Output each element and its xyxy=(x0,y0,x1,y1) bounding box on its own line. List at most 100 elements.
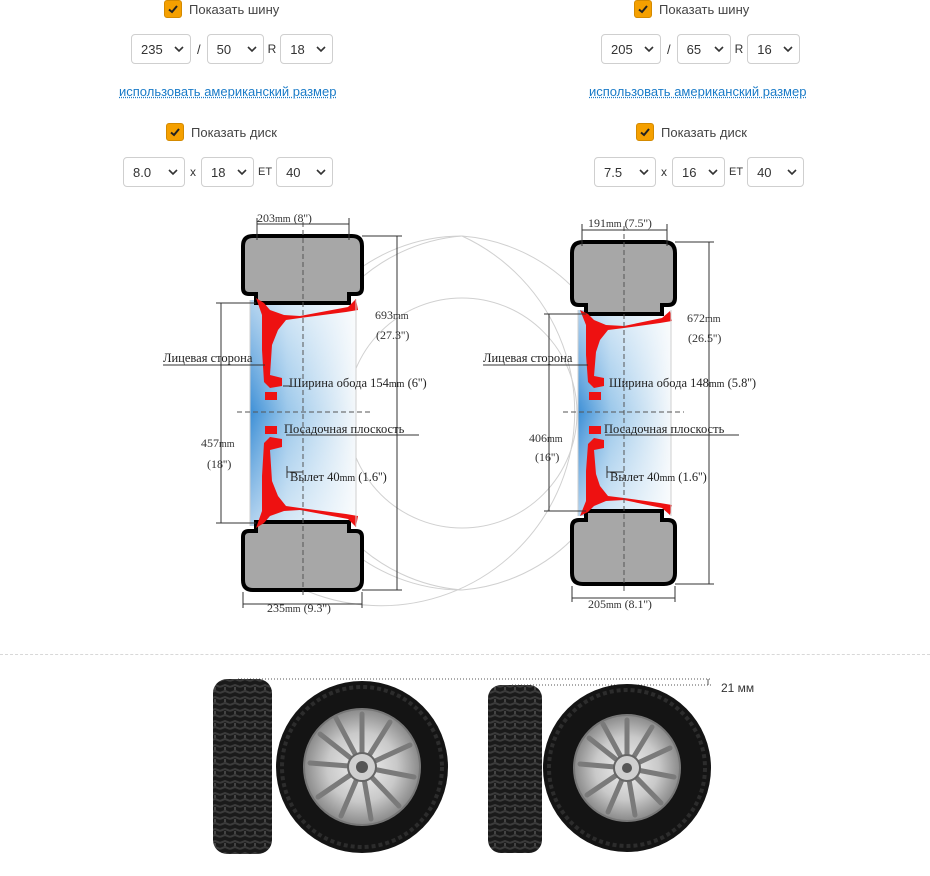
right-tire-width-value: 205 xyxy=(611,41,633,57)
left-american-size-link[interactable]: использовать американский размер xyxy=(119,84,337,99)
right-rim-diameter-label: 406mm xyxy=(529,431,563,446)
left-rim-width-in: (6'') xyxy=(407,376,427,390)
left-tire-diameter-select[interactable]: 18 xyxy=(280,34,334,64)
right-rim-diameter-in: (16'') xyxy=(535,450,560,464)
left-show-rim-checkbox-row[interactable]: Показать диск xyxy=(166,123,277,141)
right-tire-sep2: R xyxy=(734,42,744,56)
left-rim-diameter-value: 18 xyxy=(211,164,226,180)
left-show-tire-checkbox[interactable] xyxy=(164,0,182,18)
left-rim-sep2: ET xyxy=(258,166,273,178)
left-tire-profile-value: 50 xyxy=(216,41,232,57)
check-icon xyxy=(170,128,180,137)
right-wheel-front-view xyxy=(543,684,711,852)
left-outer-diameter-label: 693mm xyxy=(375,308,409,323)
left-tire-width-select[interactable]: 235 xyxy=(131,34,191,64)
left-bottom-width-in: (9.3'') xyxy=(303,601,331,615)
chevron-down-icon xyxy=(316,46,326,53)
left-tire-sep2: R xyxy=(267,42,277,56)
chevron-down-icon xyxy=(316,169,326,176)
left-rim-width-select[interactable]: 8.0 xyxy=(123,157,185,187)
unit: mm xyxy=(339,473,356,484)
left-cross-section xyxy=(163,218,419,608)
right-outer-diameter-value: 672 xyxy=(687,311,705,325)
right-show-tire-checkbox[interactable] xyxy=(634,0,652,18)
right-rim-width-in: (5.8'') xyxy=(727,376,757,390)
left-tire-size-row: 235 / 50 R 18 xyxy=(131,34,334,64)
right-rim-diameter-value: 406 xyxy=(529,431,547,445)
left-offset-text: Вылет xyxy=(290,470,324,484)
unit: mm xyxy=(606,600,622,611)
tire-images xyxy=(213,678,712,854)
unit: mm xyxy=(393,311,409,322)
left-bottom-width-value: 235 xyxy=(267,601,285,615)
right-show-rim-label: Показать диск xyxy=(661,124,747,140)
left-rim-sep1: x xyxy=(190,165,196,179)
left-wheel-front-view xyxy=(276,681,448,853)
right-rim-diameter-value: 16 xyxy=(682,164,697,180)
left-tire-sep1: / xyxy=(197,41,201,57)
unit: mm xyxy=(285,604,301,615)
chevron-down-icon xyxy=(168,169,178,176)
left-tire-side-view xyxy=(213,679,272,854)
right-outer-diameter-in: (26.5'') xyxy=(688,331,722,345)
chevron-down-icon xyxy=(237,169,247,176)
right-outer-diameter-label: 672mm xyxy=(687,311,721,326)
right-tire-sep1: / xyxy=(667,41,671,57)
right-tire-width-select[interactable]: 205 xyxy=(601,34,661,64)
right-show-rim-checkbox-row[interactable]: Показать диск xyxy=(636,123,747,141)
right-top-width-label: 191mm (7.5'') xyxy=(588,216,652,231)
unit: mm xyxy=(708,379,725,390)
right-tire-profile-select[interactable]: 65 xyxy=(676,34,731,64)
right-tire-diameter-select[interactable]: 16 xyxy=(747,34,801,64)
right-american-size-link[interactable]: использовать американский размер xyxy=(589,84,807,99)
check-icon xyxy=(640,128,650,137)
left-offset-value: 40 xyxy=(327,470,340,484)
left-face-label: Лицевая сторона xyxy=(163,351,253,365)
chevron-down-icon xyxy=(174,46,184,53)
right-rim-width-select[interactable]: 7.5 xyxy=(594,157,656,187)
left-rim-offset-select[interactable]: 40 xyxy=(276,157,334,187)
left-rim-diameter-select[interactable]: 18 xyxy=(201,157,254,187)
chevron-down-icon xyxy=(639,169,649,176)
right-rim-width-value: 148 xyxy=(690,376,709,390)
right-show-rim-checkbox[interactable] xyxy=(636,123,654,141)
right-rim-diameter-select[interactable]: 16 xyxy=(672,157,725,187)
left-top-width-in: (8'') xyxy=(293,211,312,225)
chevron-down-icon xyxy=(247,46,257,53)
right-rim-offset-select[interactable]: 40 xyxy=(747,157,805,187)
left-tire-profile-select[interactable]: 50 xyxy=(206,34,264,64)
right-top-width-value: 191 xyxy=(588,216,606,230)
right-rim-red-top xyxy=(580,310,672,388)
right-offset-text: Вылет xyxy=(610,470,644,484)
chevron-down-icon xyxy=(708,169,718,176)
check-icon xyxy=(638,5,648,14)
left-offset-in: (1.6'') xyxy=(358,470,387,484)
right-rim-red-bottom xyxy=(580,438,672,516)
right-show-tire-checkbox-row[interactable]: Показать шину xyxy=(634,0,749,18)
right-rim-sep1: x xyxy=(661,165,667,179)
right-offset-value: 40 xyxy=(647,470,660,484)
right-rim-width-value: 7.5 xyxy=(604,164,623,180)
left-outer-diameter-in: (27.3'') xyxy=(376,328,410,342)
right-tire-diameter-value: 16 xyxy=(757,41,772,57)
right-rim-width-text: Ширина обода xyxy=(609,376,688,390)
left-top-width-value: 203 xyxy=(257,211,275,225)
left-rim-diameter-in: (18'') xyxy=(207,457,232,471)
right-bottom-width-label: 205mm (8.1'') xyxy=(588,597,652,612)
left-tire-width-value: 235 xyxy=(141,41,163,57)
left-bottom-width-label: 235mm (9.3'') xyxy=(267,601,331,616)
left-rim-diameter-value: 457 xyxy=(201,436,219,450)
unit: mm xyxy=(705,314,721,325)
left-rim-width-value: 8.0 xyxy=(133,164,152,180)
section-divider xyxy=(0,654,930,655)
left-rim-diameter-label: 457mm xyxy=(201,436,235,451)
left-top-width-label: 203mm (8'') xyxy=(257,211,312,226)
left-show-rim-checkbox[interactable] xyxy=(166,123,184,141)
left-show-tire-checkbox-row[interactable]: Показать шину xyxy=(164,0,279,18)
chevron-down-icon xyxy=(783,46,793,53)
left-outer-diameter-value: 693 xyxy=(375,308,393,322)
chevron-down-icon xyxy=(787,169,797,176)
chevron-down-icon xyxy=(644,46,654,53)
right-rim-width-label: Ширина обода 148mm (5.8'') xyxy=(609,376,756,391)
right-rim-size-row: 7.5 x 16 ET 40 xyxy=(594,157,805,187)
